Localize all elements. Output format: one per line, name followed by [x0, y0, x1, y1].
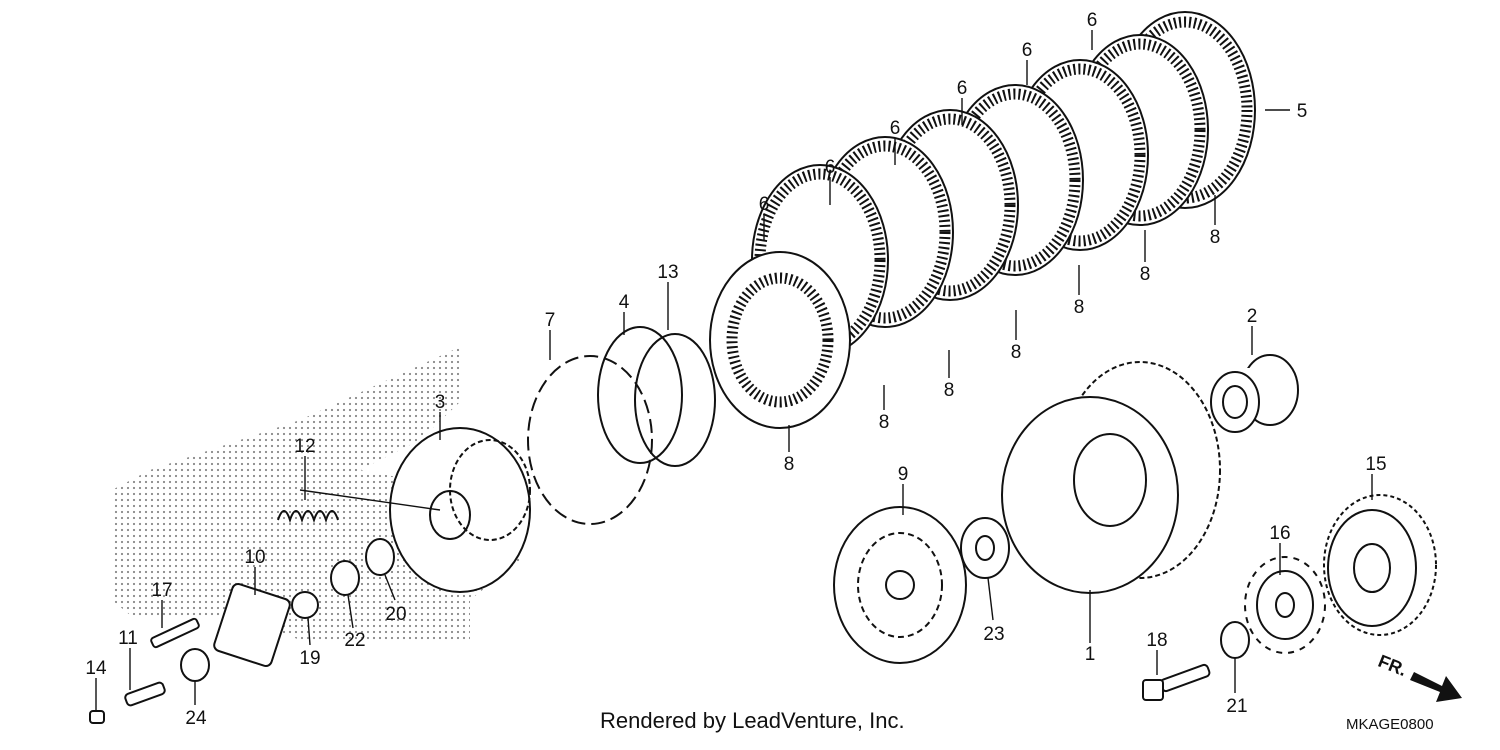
washer-22: [330, 560, 360, 596]
sensor-rotor-16: [1244, 556, 1326, 654]
wire-ring-4: [597, 326, 683, 464]
callout-6: 6: [1022, 40, 1033, 61]
leader-lines: [95, 30, 1373, 710]
callout-15: 15: [1365, 454, 1386, 475]
pin-14: [89, 710, 105, 724]
gear-15: [1323, 494, 1437, 636]
washer-23: [960, 517, 1010, 579]
callout-10: 10: [244, 547, 265, 568]
bolt-18: [1142, 663, 1211, 701]
wire-ring-13: [634, 333, 716, 467]
callout-24: 24: [185, 708, 207, 729]
callout-4: 4: [619, 292, 630, 313]
callout-11: 11: [118, 628, 138, 649]
callout-9: 9: [898, 464, 909, 485]
callout-8: 8: [1140, 264, 1151, 285]
judder-plate-7: [527, 355, 653, 525]
callout-8: 8: [1074, 297, 1085, 318]
callout-6: 6: [759, 194, 770, 215]
bolt-17: [150, 617, 200, 649]
callout-2: 2: [1247, 306, 1258, 327]
callout-23: 23: [983, 624, 1004, 645]
credit-text: Rendered by LeadVenture, Inc.: [600, 708, 905, 733]
callout-7: 7: [545, 310, 556, 331]
callout-19: 19: [299, 648, 320, 669]
collar-2: [1210, 354, 1299, 433]
callout-16: 16: [1269, 523, 1290, 544]
clutch-disc-stack: [709, 11, 1256, 429]
spring-12: [277, 510, 339, 524]
callout-8: 8: [1210, 227, 1221, 248]
callout-6: 6: [957, 78, 968, 99]
callout-18: 18: [1146, 630, 1167, 651]
callout-13: 13: [657, 262, 678, 283]
fr-label: FR.: [1375, 651, 1409, 680]
bearing-24: [180, 648, 210, 682]
callout-12: 12: [294, 436, 315, 457]
diagram-code: MKAGE0800: [1346, 716, 1434, 733]
callout-21: 21: [1226, 696, 1247, 717]
callout-labels: 1 2 3 4 5 6 6 6 6 6 6 6 7 8 8 8 8 8 8 8 …: [85, 10, 1386, 729]
callout-6: 6: [1087, 10, 1098, 31]
callout-3: 3: [435, 392, 446, 413]
bolt-11: [124, 681, 166, 707]
clutch-outer-1: [1001, 361, 1221, 594]
center-hub-9: [833, 506, 967, 664]
callout-22: 22: [344, 630, 365, 651]
callout-5: 5: [1297, 101, 1308, 122]
callout-6: 6: [825, 157, 836, 178]
callout-8: 8: [784, 454, 795, 475]
callout-8: 8: [879, 412, 890, 433]
lifter-plate-10: [213, 583, 291, 667]
callout-8: 8: [1011, 342, 1022, 363]
callout-20: 20: [385, 604, 406, 625]
callout-17: 17: [151, 580, 172, 601]
nut-19: [291, 591, 319, 619]
pressure-plate-3: [389, 427, 531, 593]
callout-8: 8: [944, 380, 955, 401]
callout-6: 6: [890, 118, 901, 139]
callout-14: 14: [85, 658, 107, 679]
washer-20: [365, 538, 395, 576]
forward-arrow-icon: FR.: [1375, 651, 1462, 702]
washer-21: [1220, 621, 1250, 659]
callout-1: 1: [1085, 644, 1096, 665]
